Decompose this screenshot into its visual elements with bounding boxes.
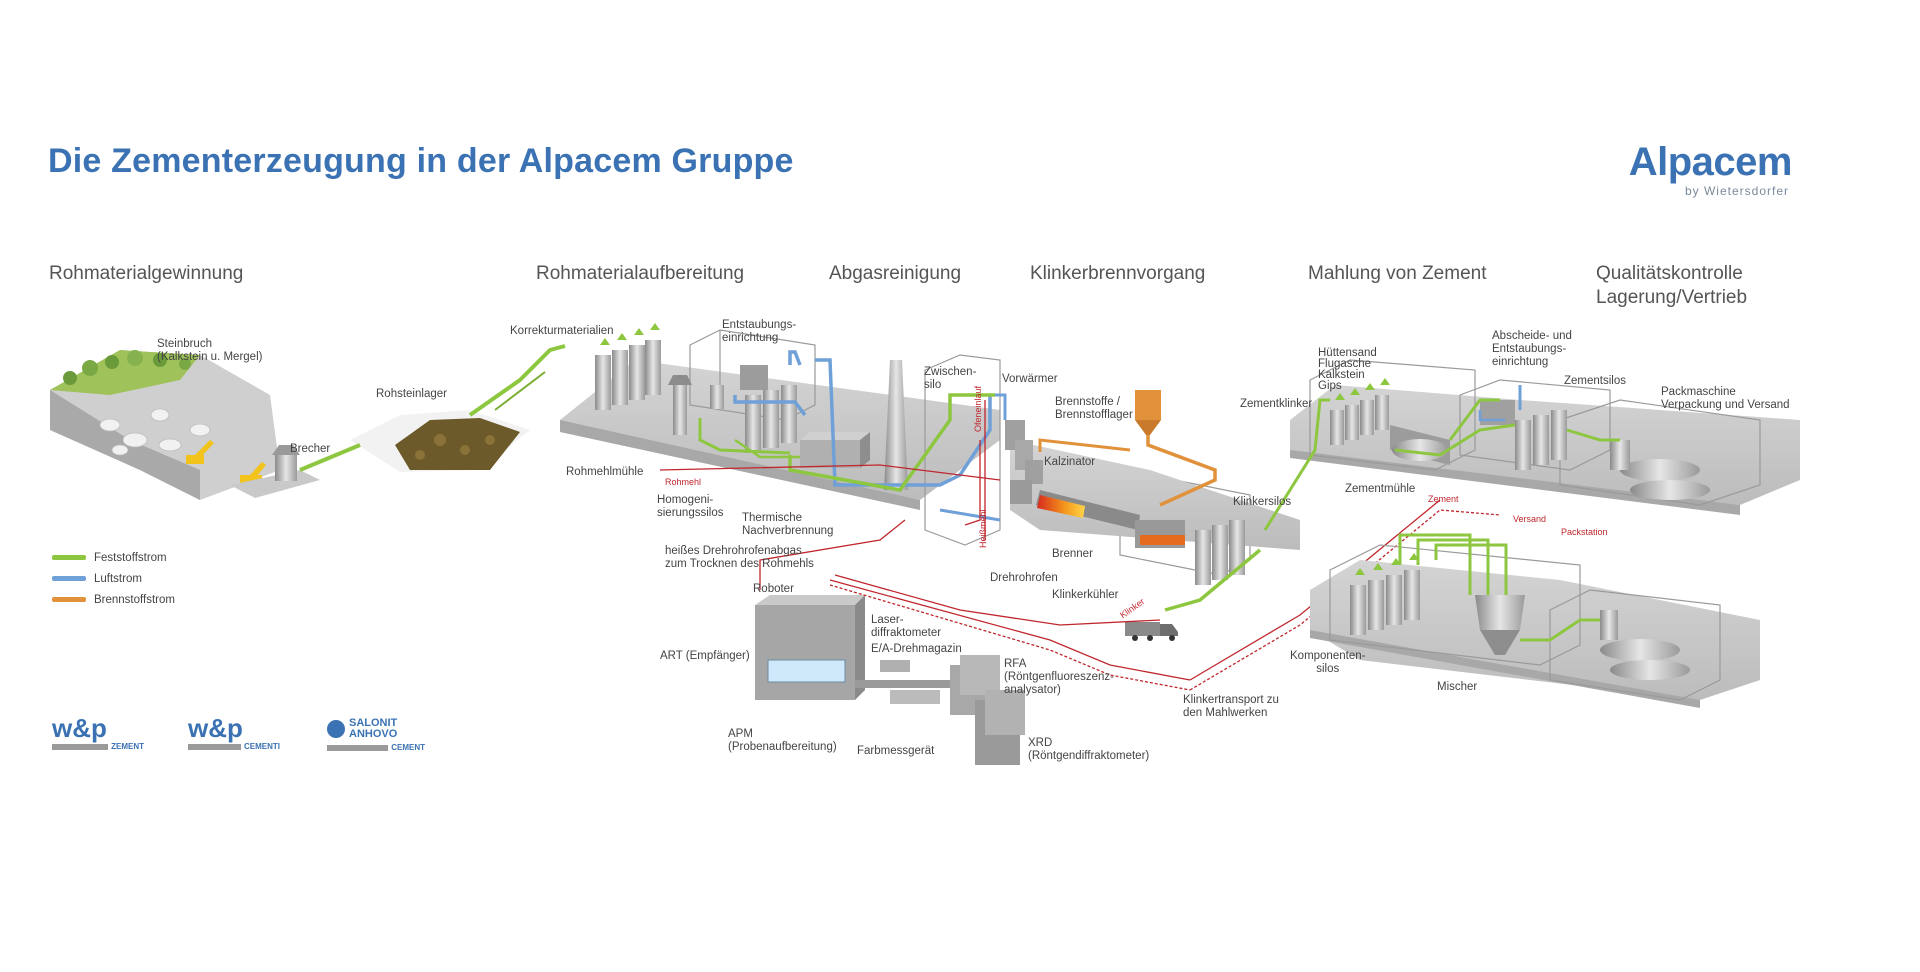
- cement-silos-components: [1330, 395, 1389, 445]
- line-label-packstation: Packstation: [1561, 527, 1608, 537]
- quarry-illustration: [50, 350, 280, 500]
- section-mahlung: Mahlung von Zement: [1308, 263, 1487, 284]
- label-korrekturmaterialien: Korrekturmaterialien: [510, 325, 614, 337]
- page-title: Die Zementerzeugung in der Alpacem Grupp…: [48, 142, 794, 180]
- label-zementmuehle: Zementmühle: [1345, 483, 1416, 495]
- label-steinbruch: Steinbruch (Kalkstein u. Mergel): [157, 338, 263, 363]
- label-farbmessgeraet: Farbmessgerät: [857, 745, 935, 757]
- label-ea-drehmagazin: E/A-Drehmagazin: [871, 643, 962, 655]
- label-mischer: Mischer: [1437, 681, 1478, 693]
- line-label-heissmehl: Heißmehl: [978, 509, 988, 548]
- legend-label: Brennstoffstrom: [94, 594, 175, 606]
- section-qualitaetskontrolle: Qualitätskontrolle Lagerung/Vertrieb: [1596, 263, 1748, 308]
- line-label-ofeneinlauf: Ofeneinlauf: [973, 385, 983, 432]
- alpacem-logo-tagline: by Wietersdorfer: [1684, 184, 1789, 198]
- label-packmaschine: Packmaschine Verpackung und Versand: [1661, 386, 1790, 411]
- label-thermische: Thermische Nachverbrennung: [742, 512, 834, 537]
- label-art: ART (Empfänger): [660, 650, 750, 662]
- section-rohmaterialgewinnung: Rohmaterialgewinnung: [49, 263, 244, 284]
- label-roboter: Roboter: [753, 583, 794, 595]
- legend-swatch-green: [52, 555, 86, 561]
- label-homogenisierung: Homogeni- sierungssilos: [657, 494, 724, 519]
- label-vorwaermer: Vorwärmer: [1002, 373, 1058, 385]
- brand-logo-salonit: SALONIT ANHOVO CEMENT: [327, 718, 425, 752]
- label-kalzinator: Kalzinator: [1044, 456, 1096, 468]
- line-label-rohmehl: Rohmehl: [665, 477, 702, 487]
- label-entstaubung: Entstaubungs- einrichtung: [722, 319, 797, 344]
- section-rohmaterialaufbereitung: Rohmaterialaufbereitung: [536, 263, 745, 284]
- legend-luftstrom: Luftstrom: [52, 572, 142, 586]
- line-label-versand: Versand: [1513, 514, 1547, 524]
- legend-brennstoffstrom: Brennstoffstrom: [52, 593, 175, 607]
- label-klinkertransport: Klinkertransport zu den Mahlwerken: [1183, 694, 1279, 719]
- silos-correction: [595, 340, 661, 410]
- legend-feststoffstrom: Feststoffstrom: [52, 551, 167, 565]
- legend-label: Feststoffstrom: [94, 552, 167, 564]
- label-rohmehlmuehle: Rohmehlmühle: [566, 466, 644, 478]
- legend-swatch-orange: [52, 597, 86, 603]
- section-abgasreinigung: Abgasreinigung: [829, 263, 962, 284]
- label-zwischensilo: Zwischen- silo: [924, 366, 977, 391]
- legend-swatch-blue: [52, 576, 86, 582]
- label-heisses-abgas: heißes Drehrohrofenabgas zum Trocknen de…: [665, 545, 814, 570]
- label-rfa: RFA (Röntgenfluoreszenz- analysator): [1004, 658, 1114, 696]
- label-drehrohrofen: Drehrohrofen: [990, 572, 1058, 584]
- salonit-emblem-icon: [327, 720, 345, 738]
- label-zementklinker: Zementklinker: [1240, 398, 1313, 410]
- label-klinkersilos: Klinkersilos: [1233, 496, 1292, 508]
- label-brenner: Brenner: [1052, 548, 1093, 560]
- label-brecher: Brecher: [290, 443, 331, 455]
- legend-label: Luftstrom: [94, 573, 142, 585]
- label-xrd: XRD (Röntgendiffraktometer): [1028, 737, 1150, 762]
- label-zementsilos: Zementsilos: [1564, 375, 1626, 387]
- label-apm: APM (Probenaufbereitung): [728, 728, 837, 753]
- label-brennstoffe: Brennstoffe / Brennstofflager: [1055, 396, 1133, 421]
- alpacem-logo: Alpacem: [1628, 140, 1793, 184]
- brand-logo-wp-cementi: w&p CEMENTI: [188, 713, 280, 751]
- label-zusatzstoffe: Hüttensand Flugasche Kalkstein Gips: [1318, 347, 1377, 392]
- label-komponentensilos: Komponenten- silos: [1290, 650, 1366, 675]
- brand-logo-wp-zement: w&p ZEMENT: [52, 713, 144, 751]
- label-rohsteinlager: Rohsteinlager: [376, 388, 447, 400]
- line-label-zement: Zement: [1428, 494, 1459, 504]
- section-klinkerbrennvorgang: Klinkerbrennvorgang: [1030, 263, 1206, 284]
- label-laser: Laser- diffraktometer: [871, 614, 942, 639]
- label-klinkerkuehler: Klinkerkühler: [1052, 589, 1119, 601]
- label-abscheide: Abscheide- und Entstaubungs- einrichtung: [1492, 330, 1572, 368]
